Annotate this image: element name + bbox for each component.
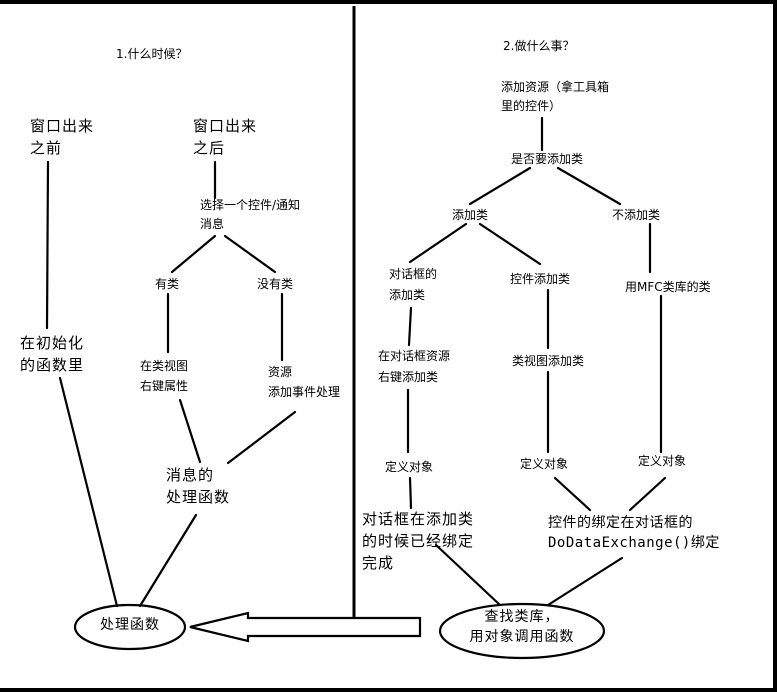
lookup-ellipse-label: 查找类库， 用对象调用函数 — [469, 609, 575, 645]
dialog-add-class-label: 对话框的 添加类 — [389, 267, 438, 302]
line-before-to-init — [45, 160, 50, 330]
control-add-class-label: 控件添加类 — [510, 272, 571, 286]
line-need-to-add — [468, 166, 532, 206]
line-bound-to-lookup — [434, 543, 502, 607]
line-add-to-control — [478, 222, 542, 266]
no-add-class-label: 不添加类 — [612, 208, 661, 222]
hollow-arrow-left — [189, 611, 422, 643]
no-class-label: 没有类 — [257, 277, 294, 291]
init-func-label: 在初始化 的函数里 — [20, 334, 85, 374]
classview-add-label: 类视图添加类 — [512, 354, 585, 368]
resource-label: 资源 添加事件处理 — [268, 365, 341, 400]
line-bind-to-lookup — [546, 556, 624, 607]
after-window-label: 窗口出来 之后 — [193, 117, 258, 157]
line-select-to-hasclass — [170, 234, 217, 274]
top-border — [0, 0, 777, 4]
handler-ellipse-label: 处理函数 — [100, 617, 160, 633]
need-class-label: 是否要添加类 — [511, 152, 584, 166]
line-need-to-noadd — [556, 166, 622, 206]
right-border — [773, 0, 777, 692]
define-object-2: 定义对象 — [520, 457, 569, 471]
line-init-to-handler — [58, 376, 119, 608]
left-heading: 1.什么时候？ — [116, 47, 188, 61]
add-class-label: 添加类 — [452, 208, 489, 222]
select-control-label: 选择一个控件/通知 消息 — [200, 198, 301, 232]
class-view-label: 在类视图 右键属性 — [140, 359, 189, 394]
control-bind-label: 控件的绑定在对话框的 DoDataExchange()绑定 — [548, 515, 720, 552]
add-resource-label: 添加资源（拿工具箱 里的控件） — [501, 80, 610, 114]
before-window-label: 窗口出来 之前 — [30, 117, 95, 157]
line-select-to-noclass — [223, 234, 277, 274]
handler-ellipse-shape — [73, 603, 187, 651]
line-define2-to-bind — [553, 476, 592, 512]
msg-handler-label: 消息的 处理函数 — [166, 466, 231, 506]
mfc-class-label: 用MFC类库的类 — [625, 280, 711, 294]
right-heading: 2.做什么事？ — [503, 39, 575, 53]
dialog-bound-label: 对话框在添加类 的时候已经绑定 完成 — [362, 510, 475, 572]
line-msghandler-to-ellipse — [138, 513, 198, 608]
line-dialog-to-res — [407, 306, 413, 347]
has-class-label: 有类 — [155, 277, 180, 291]
lookup-ellipse-shape — [438, 602, 606, 660]
line-resource-to-handler — [226, 410, 297, 465]
define-object-1: 定义对象 — [385, 460, 434, 474]
line-define3-to-bind — [628, 476, 667, 512]
line-add-to-dialog — [408, 222, 468, 264]
line-classview-to-handler — [178, 398, 202, 464]
line-define1-to-bound — [408, 476, 413, 510]
dialog-resource-label: 在对话框资源 右键添加类 — [378, 349, 451, 384]
define-object-3: 定义对象 — [638, 454, 687, 468]
bottom-border — [0, 688, 777, 692]
